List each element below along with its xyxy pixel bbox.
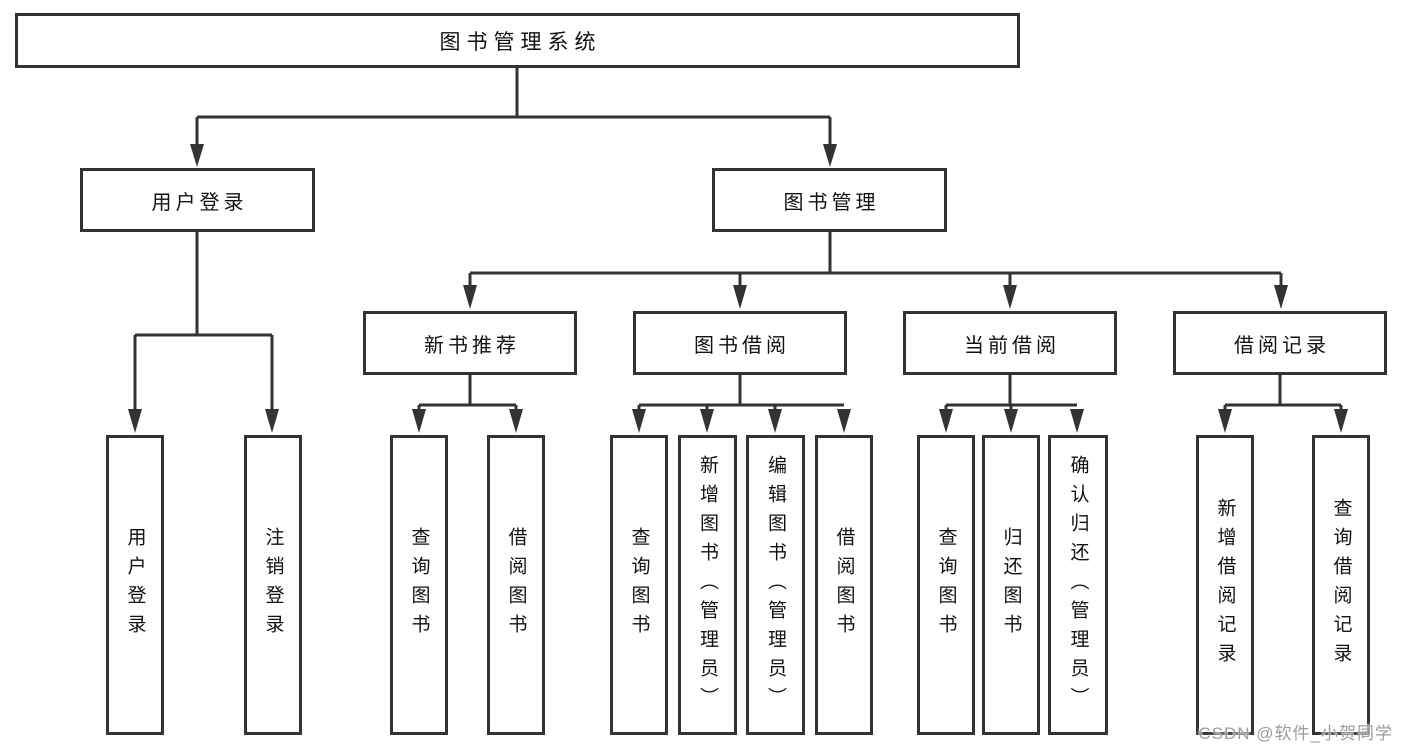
connector-new-book-recommend-to-leaves (417, 375, 518, 410)
node-logout-leaf-label: 注销登录 (262, 527, 284, 643)
node-book-management-label: 图书管理 (783, 191, 880, 214)
node-new-book-recommend-label: 新书推荐 (424, 334, 520, 357)
node-query-books-borrowing-label: 查询图书 (628, 527, 650, 643)
node-user-login-leaf: 用户登录 (106, 435, 164, 735)
node-add-books-admin-label: 新增图书（管理员） (697, 454, 718, 716)
node-user-login-label: 用户登录 (151, 191, 248, 214)
node-add-books-admin: 新增图书（管理员） (678, 435, 737, 735)
node-user-login: 用户登录 (80, 168, 315, 232)
node-new-book-recommend: 新书推荐 (363, 311, 577, 375)
node-query-books-current-label: 查询图书 (935, 527, 957, 643)
node-return-books-label: 归还图书 (1000, 527, 1022, 643)
arrowheads (128, 144, 1348, 433)
node-system-root-label: 图书管理系统 (439, 30, 602, 54)
node-current-borrowing: 当前借阅 (903, 311, 1117, 375)
connector-root-to-level2 (195, 67, 832, 145)
connector-current-borrowing-to-leaves (944, 375, 1077, 410)
node-add-borrow-record: 新增借阅记录 (1196, 435, 1254, 735)
node-borrow-books-recommend: 借阅图书 (487, 435, 545, 735)
node-return-books: 归还图书 (982, 435, 1040, 735)
node-logout-leaf: 注销登录 (244, 435, 302, 735)
node-borrow-records-label: 借阅记录 (1234, 334, 1330, 357)
node-query-books-recommend-label: 查询图书 (408, 527, 430, 643)
connector-borrow-records-to-leaves (1223, 375, 1343, 410)
node-book-borrowing: 图书借阅 (633, 311, 847, 375)
node-confirm-return-admin: 确认归还（管理员） (1048, 435, 1108, 735)
node-query-books-borrowing: 查询图书 (610, 435, 668, 735)
node-borrow-books-recommend-label: 借阅图书 (505, 527, 527, 643)
connector-book-management-to-level3 (468, 232, 1283, 286)
csdn-watermark: CSDN @软件_小贺同学 (1198, 724, 1393, 743)
node-borrow-books-borrowing: 借阅图书 (815, 435, 873, 735)
node-book-management: 图书管理 (712, 168, 947, 232)
node-query-books-recommend: 查询图书 (390, 435, 448, 735)
node-edit-books-admin: 编辑图书（管理员） (746, 435, 805, 735)
node-query-books-current: 查询图书 (917, 435, 975, 735)
node-borrow-records: 借阅记录 (1173, 311, 1387, 375)
node-query-borrow-record-label: 查询借阅记录 (1330, 498, 1352, 672)
node-confirm-return-admin-label: 确认归还（管理员） (1067, 454, 1089, 716)
node-query-borrow-record: 查询借阅记录 (1312, 435, 1370, 735)
connector-user-login-to-leaves (133, 232, 274, 410)
node-system-root: 图书管理系统 (15, 13, 1020, 68)
node-current-borrowing-label: 当前借阅 (964, 334, 1060, 357)
connector-book-borrowing-to-leaves (637, 375, 844, 410)
node-user-login-leaf-label: 用户登录 (124, 527, 146, 643)
node-add-borrow-record-label: 新增借阅记录 (1214, 498, 1236, 672)
node-book-borrowing-label: 图书借阅 (694, 334, 790, 357)
node-edit-books-admin-label: 编辑图书（管理员） (765, 454, 786, 716)
node-borrow-books-borrowing-label: 借阅图书 (833, 527, 855, 643)
